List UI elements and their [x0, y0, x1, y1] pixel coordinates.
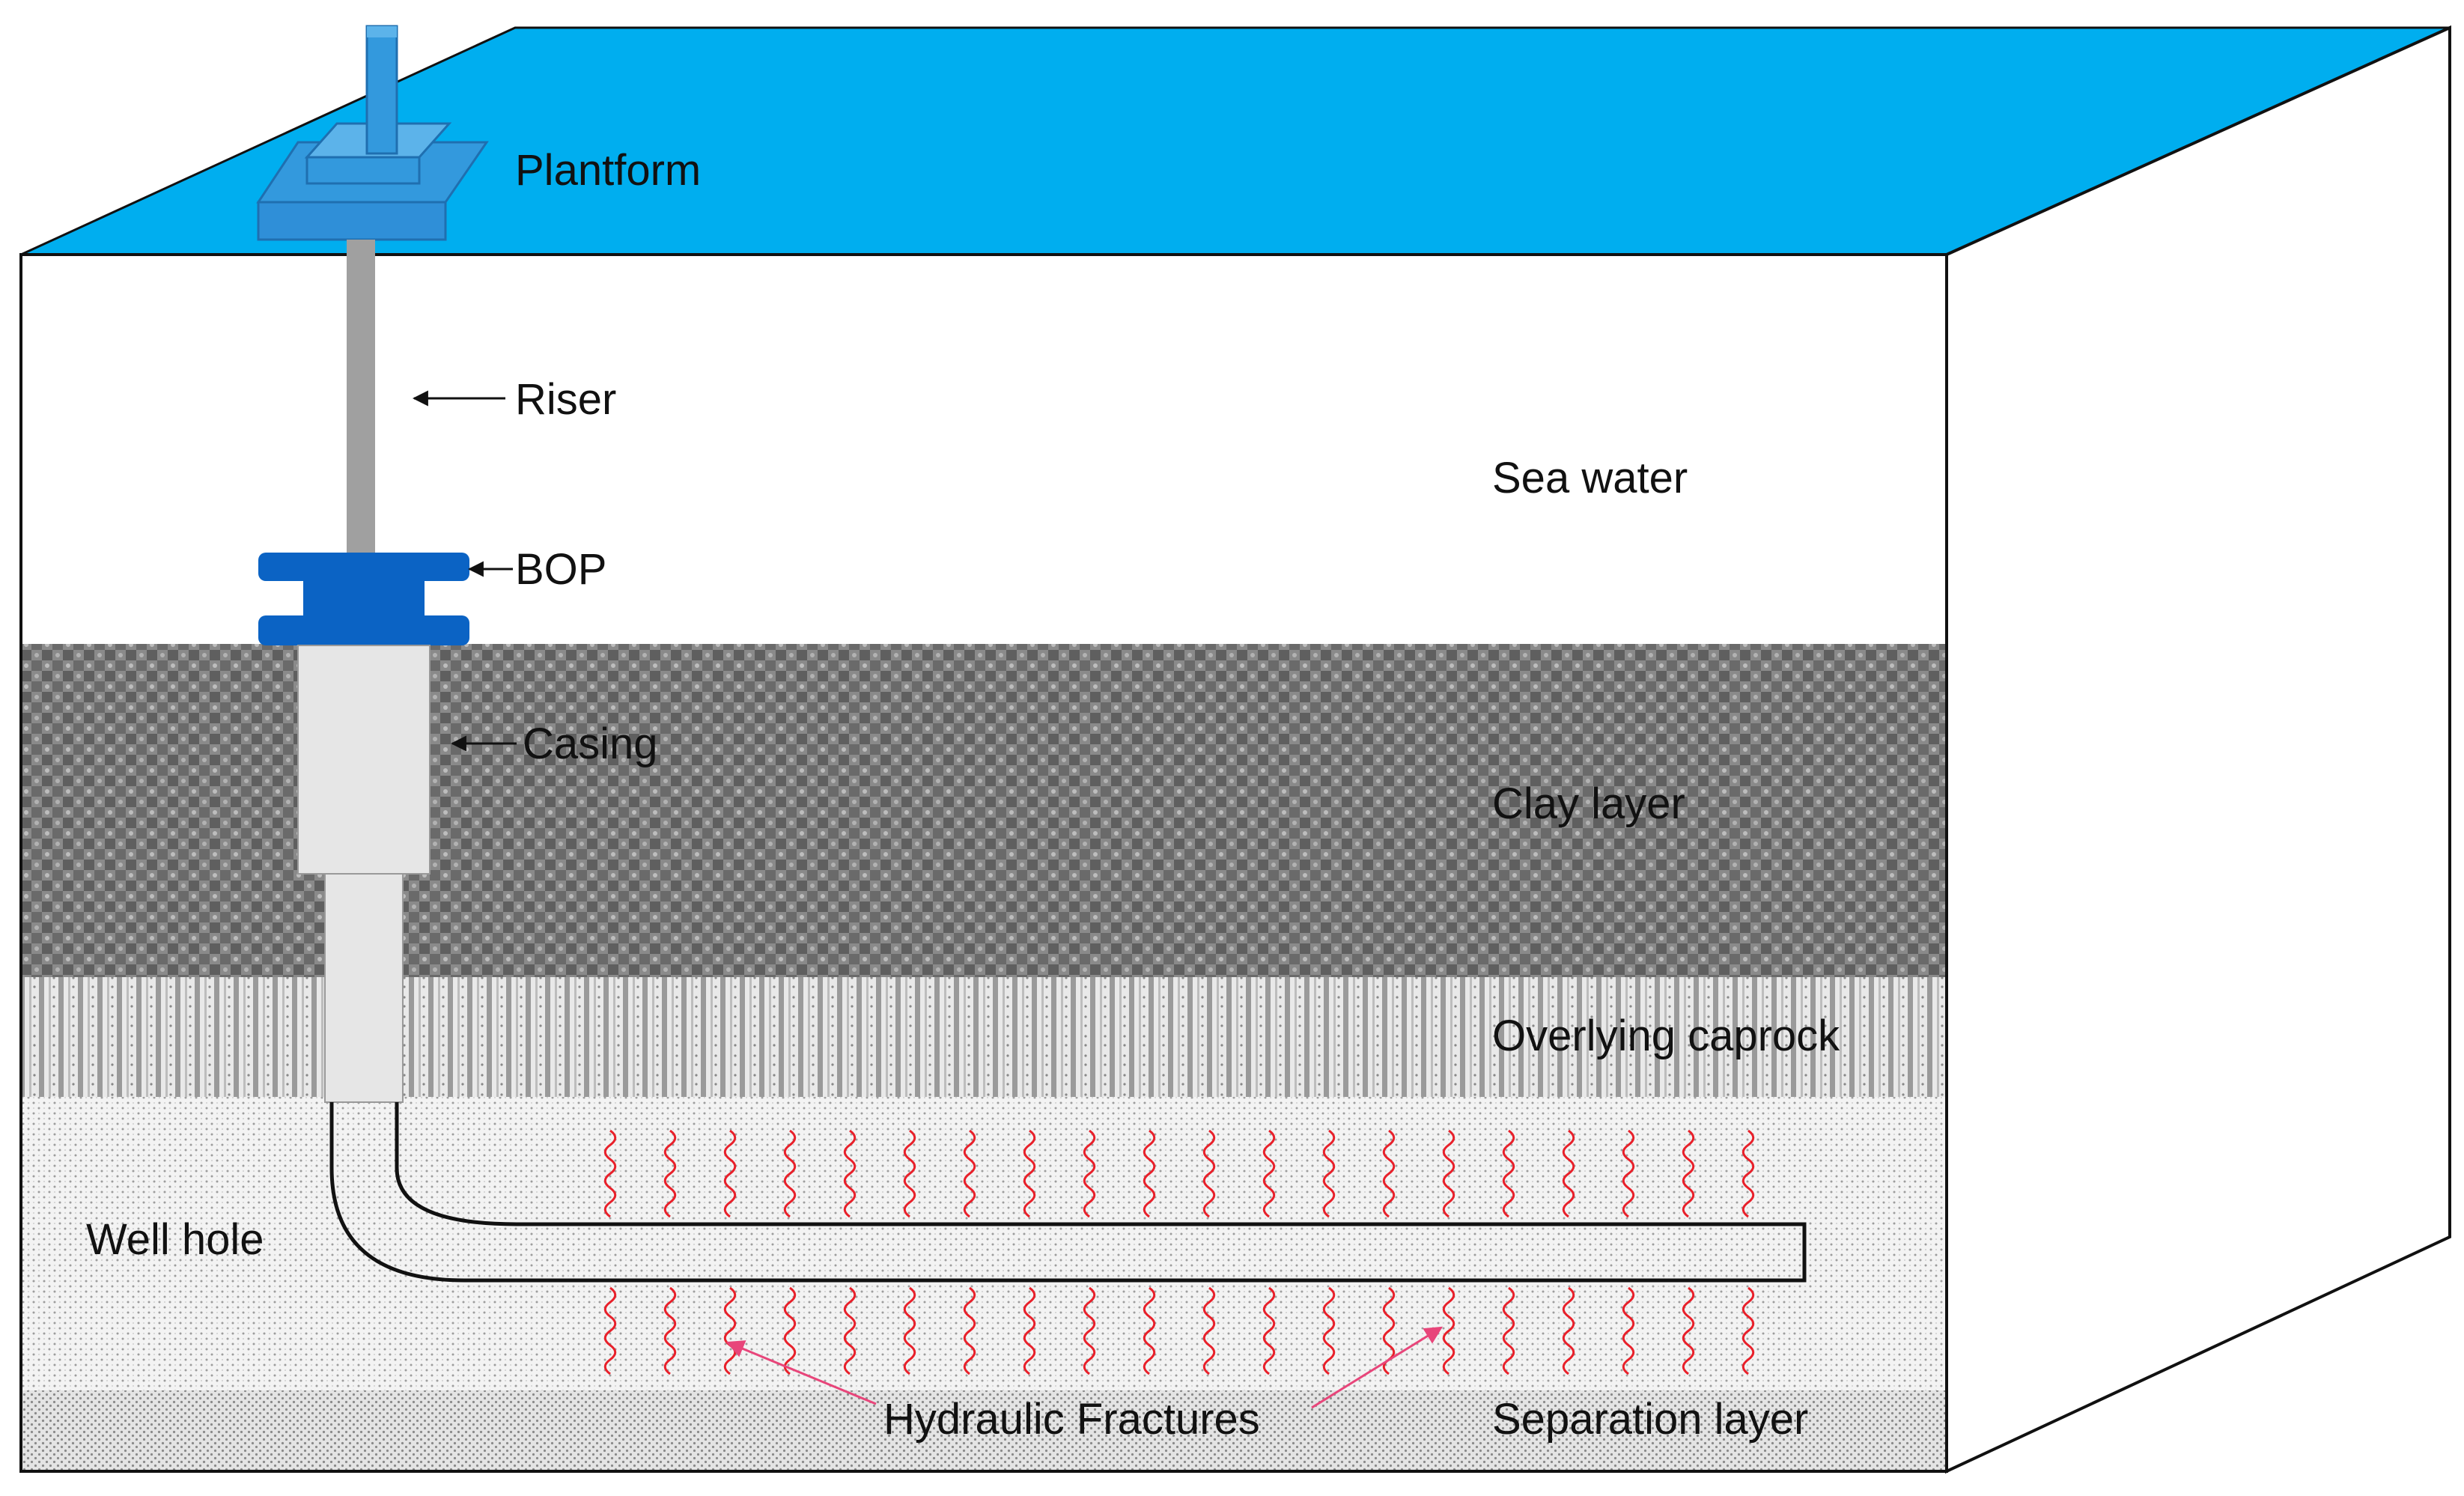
- fracture-line: [663, 1286, 677, 1375]
- fracture-line: [1202, 1129, 1216, 1218]
- clay-layer-label: Clay layer: [1492, 779, 1685, 828]
- fracture-line: [1741, 1129, 1755, 1218]
- fracture-line: [1622, 1129, 1635, 1218]
- fracture-line: [1502, 1129, 1515, 1218]
- fracture-line: [1622, 1286, 1635, 1375]
- fracture-line: [1262, 1286, 1276, 1375]
- fracture-line: [1562, 1129, 1575, 1218]
- fracture-line: [1143, 1129, 1156, 1218]
- riser-label: Riser: [515, 375, 616, 424]
- sea-surface: [21, 28, 2450, 255]
- fracture-line: [603, 1286, 617, 1375]
- fracture-pointer-right: [1311, 1326, 1444, 1409]
- fracture-line: [723, 1129, 737, 1218]
- separation-layer: [21, 1390, 1947, 1471]
- fracture-line: [1442, 1286, 1455, 1375]
- fracture-line: [1083, 1129, 1096, 1218]
- reservoir-layer: [21, 1097, 1947, 1390]
- fracture-line: [663, 1129, 677, 1218]
- riser: [347, 240, 375, 554]
- fracture-line: [1562, 1286, 1575, 1375]
- fracture-line: [1322, 1286, 1336, 1375]
- fracture-line: [723, 1286, 737, 1375]
- fracture-line: [963, 1286, 976, 1375]
- fracture-line: [1382, 1129, 1396, 1218]
- fracture-line: [1502, 1286, 1515, 1375]
- fracture-line: [1023, 1286, 1036, 1375]
- fracture-line: [1322, 1129, 1336, 1218]
- fracture-line: [903, 1286, 916, 1375]
- bop: [258, 553, 469, 645]
- fracture-line: [843, 1129, 857, 1218]
- fracture-line: [783, 1129, 797, 1218]
- sea-water-label: Sea water: [1492, 454, 1688, 502]
- fracture-line: [1023, 1129, 1036, 1218]
- fracture-line: [1682, 1286, 1695, 1375]
- hydraulic-fractures-label: Hydraulic Fractures: [883, 1395, 1260, 1444]
- fracture-line: [1262, 1129, 1276, 1218]
- fracture-line: [1083, 1286, 1096, 1375]
- fracture-line: [1741, 1286, 1755, 1375]
- box-side-face: [1945, 25, 2451, 1474]
- separation-layer-label: Separation layer: [1492, 1395, 1808, 1444]
- bop-label: BOP: [515, 545, 607, 594]
- well-hole-label: Well hole: [86, 1215, 264, 1264]
- fracture-line: [903, 1129, 916, 1218]
- fracture-line: [603, 1129, 617, 1218]
- box-top-edges: [20, 26, 2451, 1237]
- casing-label: Casing: [523, 720, 658, 768]
- platform-label: Plantform: [515, 146, 701, 195]
- well-hole: [329, 1102, 1807, 1283]
- fracture-line: [783, 1286, 797, 1375]
- fracture-pointer-left: [725, 1340, 877, 1405]
- overlying-caprock-label: Overlying caprock: [1492, 1012, 1840, 1060]
- fracture-line: [1682, 1129, 1695, 1218]
- fracture-line: [843, 1286, 857, 1375]
- fracture-line: [1202, 1286, 1216, 1375]
- casing: [297, 645, 431, 1103]
- fracture-line: [1143, 1286, 1156, 1375]
- fracture-line: [963, 1129, 976, 1218]
- hydraulic-fractures: [603, 1129, 1755, 1375]
- fracture-line: [1442, 1129, 1455, 1218]
- box-front-outline: [19, 253, 1948, 1473]
